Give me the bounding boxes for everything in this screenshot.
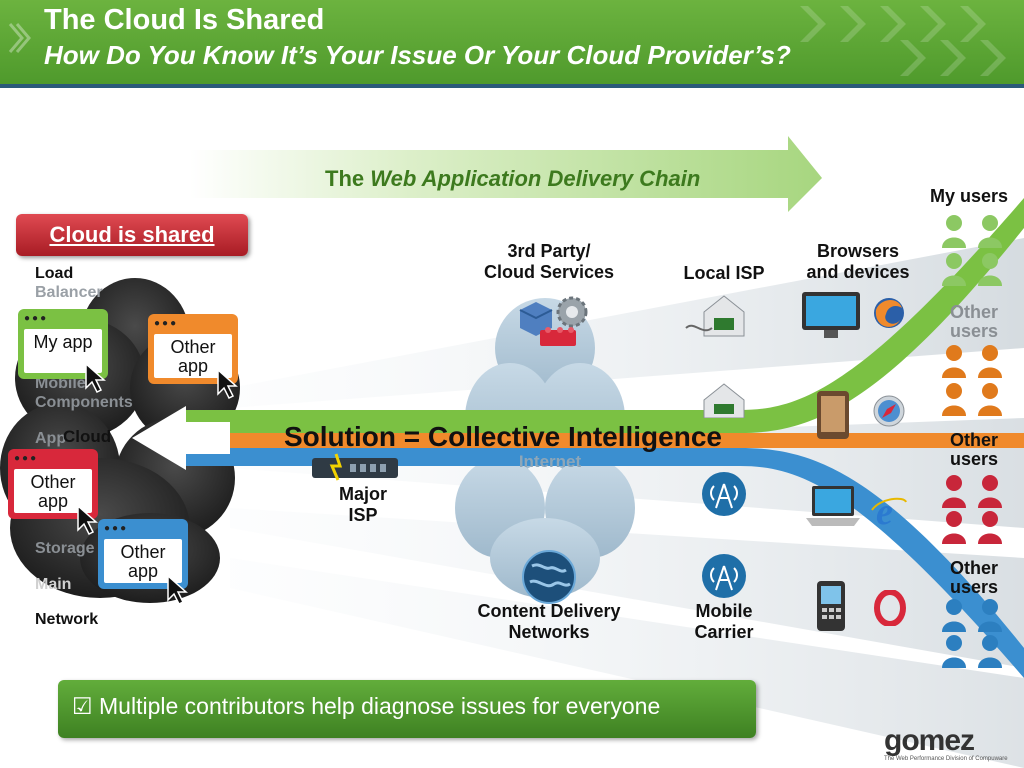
component-mobile: Mobile xyxy=(35,375,86,392)
svg-text:e: e xyxy=(876,492,893,528)
user-icons-group xyxy=(942,215,1002,668)
my-users-label: My users xyxy=(930,186,1009,206)
page-subtitle: How Do You Know It’s Your Issue Or Your … xyxy=(44,40,791,70)
footer-message: Multiple contributors help diagnose issu… xyxy=(99,693,661,719)
component-components: Components xyxy=(35,394,133,411)
window-titlebar: ●●● xyxy=(8,449,98,465)
component-storage: Storage xyxy=(35,540,95,557)
other-app-window-red[interactable]: ●●● Other app xyxy=(8,449,98,519)
window-dots-icon: ●●● xyxy=(154,318,179,329)
component-load: Load xyxy=(35,265,74,282)
user-icon xyxy=(942,215,1002,286)
window-titlebar: ●●● xyxy=(98,519,188,535)
globe-icon xyxy=(522,550,576,604)
solution-bands xyxy=(180,198,1024,678)
cloud-label: Cloud xyxy=(63,427,112,446)
cursor-icon xyxy=(85,362,106,394)
user-icon xyxy=(942,599,1002,668)
checkbox-icon: ☑ xyxy=(72,693,93,719)
chain-label: The Web Application Delivery Chain xyxy=(325,166,700,192)
component-main: Main xyxy=(35,576,72,593)
internet-explorer-icon: e xyxy=(871,492,907,528)
solution-label: Solution = Collective Intelligence xyxy=(284,421,722,452)
solution-arrowhead xyxy=(132,406,230,470)
home-router-icon xyxy=(703,383,745,418)
window-titlebar: ●●● xyxy=(18,309,108,325)
window-dots-icon: ●●● xyxy=(14,453,39,464)
user-icon xyxy=(942,475,1002,544)
chain-arrow-shape xyxy=(190,136,822,212)
page-title: The Cloud Is Shared xyxy=(44,4,325,36)
other-app-label: Other app xyxy=(14,469,92,513)
cloud-shared-label: Cloud is shared xyxy=(49,222,215,247)
other-app-window-blue[interactable]: ●●● Other app xyxy=(98,519,188,589)
user-icon xyxy=(942,345,1002,416)
window-titlebar: ●●● xyxy=(148,314,238,330)
header-divider xyxy=(0,84,1024,88)
cell-tower-icon xyxy=(702,554,746,598)
logo-brand: gomez xyxy=(884,724,975,757)
component-balancer: Balancer xyxy=(35,284,103,301)
cloud-services-icon xyxy=(519,296,588,346)
local-isp-label: Local ISP xyxy=(683,263,765,283)
firefox-icon xyxy=(874,298,904,328)
window-dots-icon: ●●● xyxy=(104,523,129,534)
cursor-icon xyxy=(77,504,98,536)
chevron-icon xyxy=(8,23,31,53)
network-switch-icon xyxy=(312,453,398,481)
window-dots-icon: ●●● xyxy=(24,313,49,324)
header-bar xyxy=(0,0,1024,84)
footer-text: ☑ Multiple contributors help diagnose is… xyxy=(72,693,660,720)
header-chevrons-pattern xyxy=(800,6,1006,76)
tablet-icon xyxy=(817,391,849,439)
monitor-icon xyxy=(802,292,860,338)
delivery-chain-diagram xyxy=(0,136,1024,768)
other-app-label: Other app xyxy=(104,539,182,583)
opera-icon xyxy=(874,590,906,626)
gomez-logo: gomez The Web Performance Division of Co… xyxy=(884,724,1014,763)
cloud-shared-badge: Cloud is shared xyxy=(16,214,248,256)
header-decoration xyxy=(8,6,1006,76)
logo-tagline: The Web Performance Division of Compuwar… xyxy=(884,756,1008,762)
cursor-icon xyxy=(217,368,238,400)
component-network: Network xyxy=(35,611,99,628)
chain-label-name: Web Application Delivery Chain xyxy=(370,166,701,191)
mobile-phone-icon xyxy=(817,581,845,631)
footer-banner: ☑ Multiple contributors help diagnose is… xyxy=(58,680,756,738)
laptop-icon xyxy=(806,486,860,526)
internet-label: Internet xyxy=(518,452,582,471)
cell-tower-icon xyxy=(702,472,746,516)
chain-label-prefix: The xyxy=(325,166,371,191)
third-party-label: 3rd Party/Cloud Services xyxy=(483,241,615,282)
cursor-icon xyxy=(167,574,188,606)
my-app-window[interactable]: ●●● My app xyxy=(18,309,108,379)
safari-icon xyxy=(873,395,905,427)
home-router-icon xyxy=(685,295,745,337)
component-app: App xyxy=(35,430,67,447)
